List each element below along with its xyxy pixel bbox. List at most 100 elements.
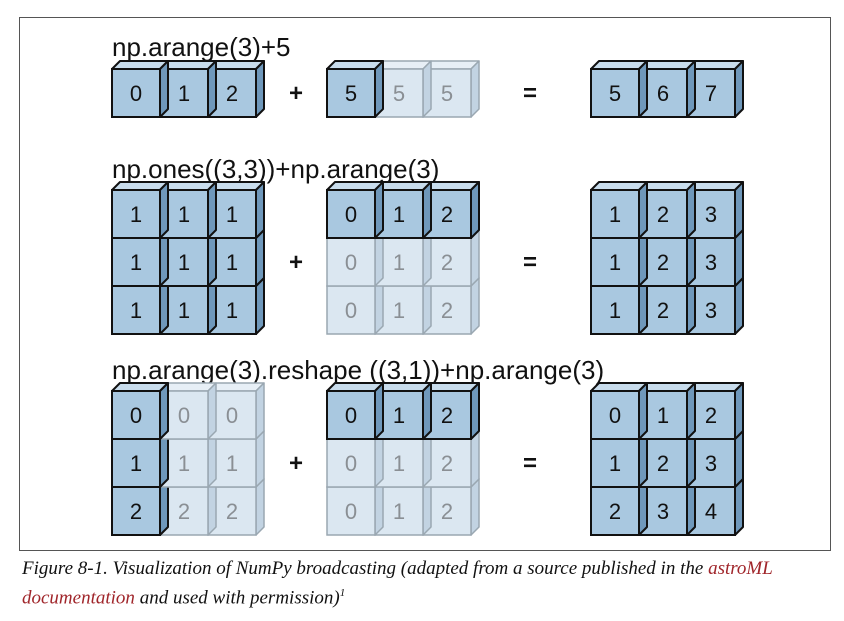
cell-front-face: [326, 189, 376, 239]
cell-front-face: [590, 438, 640, 488]
array-cell: 5: [326, 60, 384, 118]
cell-value: 2: [441, 202, 453, 227]
broadcast-example: np.ones((3,3))+np.arange(3): [112, 154, 439, 184]
cell-top-face: [111, 181, 169, 191]
example-title: np.ones((3,3))+np.arange(3): [112, 154, 439, 184]
right-operand-array: 555: [326, 60, 480, 118]
cell-value: 1: [609, 202, 621, 227]
cell-value: 1: [393, 403, 405, 428]
cell-side-face: [686, 382, 696, 440]
cell-front-face: [590, 237, 640, 287]
cell-value: 1: [393, 298, 405, 323]
cell-value: 1: [609, 250, 621, 275]
array-cell: 0: [111, 382, 169, 440]
cell-side-face: [686, 60, 696, 118]
cell-value: 3: [705, 202, 717, 227]
astroml-documentation-link[interactable]: astroML documentation: [22, 558, 773, 609]
cell-side-face: [374, 382, 384, 440]
cell-side-face: [734, 60, 744, 118]
cell-side-face: [734, 382, 744, 440]
plus-operator: +: [289, 450, 303, 477]
cell-value: 3: [705, 451, 717, 476]
cell-side-face: [159, 181, 169, 239]
cell-front-face: [326, 390, 376, 440]
equals-operator: =: [523, 249, 537, 276]
cell-value: 1: [130, 298, 142, 323]
cell-value: 5: [441, 81, 453, 106]
cell-front-face: [111, 285, 161, 335]
cell-value: 1: [130, 451, 142, 476]
cell-side-face: [470, 478, 480, 536]
array-cell: 1: [590, 181, 648, 239]
cell-side-face: [255, 478, 265, 536]
cell-side-face: [470, 60, 480, 118]
cell-value: 0: [345, 250, 357, 275]
cell-front-face: [111, 237, 161, 287]
cell-front-face: [111, 68, 161, 118]
cell-value: 2: [441, 403, 453, 428]
plus-operator: +: [289, 249, 303, 276]
footnote-marker[interactable]: 1: [339, 587, 346, 599]
cell-front-face: [111, 390, 161, 440]
array-cell: 0: [111, 60, 169, 118]
cell-side-face: [734, 229, 744, 287]
cell-top-face: [590, 60, 648, 70]
cell-side-face: [374, 60, 384, 118]
cell-side-face: [422, 60, 432, 118]
cell-value: 3: [705, 298, 717, 323]
cell-value: 1: [393, 250, 405, 275]
cell-value: 2: [657, 202, 669, 227]
cell-value: 0: [226, 403, 238, 428]
cell-value: 1: [178, 298, 190, 323]
cell-front-face: [326, 237, 376, 287]
example-title: np.arange(3)+5: [112, 32, 291, 62]
cell-value: 2: [441, 499, 453, 524]
cell-value: 0: [609, 403, 621, 428]
cell-value: 1: [393, 451, 405, 476]
cell-side-face: [470, 181, 480, 239]
cell-side-face: [734, 181, 744, 239]
cell-side-face: [638, 60, 648, 118]
cell-value: 2: [657, 298, 669, 323]
cell-value: 1: [226, 298, 238, 323]
cell-side-face: [207, 60, 217, 118]
cell-front-face: [111, 486, 161, 536]
cell-value: 2: [441, 298, 453, 323]
cell-side-face: [255, 277, 265, 335]
cell-value: 1: [178, 451, 190, 476]
cell-value: 0: [345, 202, 357, 227]
cell-front-face: [326, 68, 376, 118]
cell-side-face: [734, 277, 744, 335]
cell-value: 7: [705, 81, 717, 106]
cell-side-face: [734, 478, 744, 536]
cell-value: 1: [130, 250, 142, 275]
cell-side-face: [159, 60, 169, 118]
cell-front-face: [590, 285, 640, 335]
cell-value: 1: [178, 250, 190, 275]
cell-value: 2: [609, 499, 621, 524]
cell-value: 0: [130, 403, 142, 428]
cell-side-face: [207, 382, 217, 440]
cell-value: 1: [178, 81, 190, 106]
cell-value: 1: [657, 403, 669, 428]
cell-front-face: [111, 438, 161, 488]
cell-top-face: [326, 60, 384, 70]
cell-value: 2: [226, 499, 238, 524]
equals-operator: =: [523, 450, 537, 477]
cell-value: 6: [657, 81, 669, 106]
cell-value: 5: [345, 81, 357, 106]
caption-text: Figure 8-1. Visualization of NumPy broad…: [22, 558, 709, 579]
cell-value: 0: [345, 499, 357, 524]
cell-value: 1: [226, 250, 238, 275]
cell-value: 0: [178, 403, 190, 428]
result-array: 7 65: [590, 60, 744, 118]
array-cell: 1: [111, 181, 169, 239]
array-cell: 0: [590, 382, 648, 440]
array-cell: 5: [590, 60, 648, 118]
